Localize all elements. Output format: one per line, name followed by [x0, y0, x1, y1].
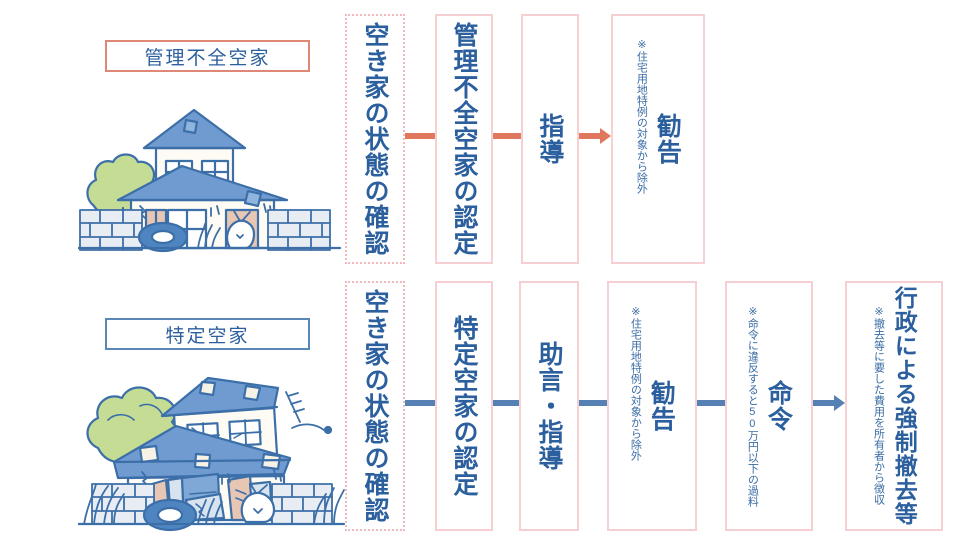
category-chip-kanri-fuzen: 管理不全空家	[105, 40, 310, 72]
flow-step-title: 行政による強制撤去等	[891, 286, 918, 526]
flow-step-box: 勧告 ※住宅用地特例の対象から除外	[607, 281, 697, 531]
flow-step-title: 勧告	[653, 113, 682, 165]
flow-step-box: 行政による強制撤去等 ※撤去等に要した費用を所有者から徴収	[845, 281, 943, 531]
flow-step-title: 管理不全空家の認定	[450, 22, 478, 256]
flow-step-box: 空き家の状態の確認	[345, 14, 405, 264]
flow-step-title: 助言・指導	[535, 341, 563, 471]
flow-step-box: 勧告 ※住宅用地特例の対象から除外	[611, 14, 705, 264]
connector-bar	[493, 400, 519, 406]
flow-step-box: 指導	[521, 14, 579, 264]
category-chip-label: 特定空家	[165, 325, 250, 347]
connector-bar	[493, 133, 521, 139]
category-chip-label: 管理不全空家	[144, 47, 271, 69]
flow-step-box: 特定空家の認定	[435, 281, 493, 531]
flow-step-box: 空き家の状態の確認	[345, 281, 405, 531]
flow-step-title: 指導	[536, 113, 564, 165]
flow-step-note: ※住宅用地特例の対象から除外	[629, 305, 642, 461]
flow-step-note: ※撤去等に要した費用を所有者から徴収	[872, 305, 885, 505]
flow-arrow-right	[813, 395, 845, 411]
flow-step-title: 命令	[764, 380, 793, 432]
connector-bar	[405, 133, 435, 139]
flow-step-box: 命令 ※命令に違反すると50万円以下の過料	[725, 281, 813, 531]
flow-step-title: 空き家の状態の確認	[361, 289, 389, 523]
flow-step-title: 勧告	[647, 380, 676, 432]
intact-vacant-house-illustration	[78, 108, 342, 253]
connector-bar	[405, 400, 435, 406]
connector-bar	[579, 400, 607, 406]
flow-step-note: ※命令に違反すると50万円以下の過料	[746, 305, 759, 507]
flow-step-title: 空き家の状態の確認	[361, 22, 389, 256]
dilapidated-vacant-house-illustration	[78, 376, 346, 532]
flow-step-box: 管理不全空家の認定	[435, 14, 493, 264]
flow-step-box: 助言・指導	[519, 281, 579, 531]
flow-step-note: ※住宅用地特例の対象から除外	[635, 38, 648, 194]
connector-bar	[697, 400, 725, 406]
flow-step-title: 特定空家の認定	[450, 315, 478, 497]
category-chip-tokutei: 特定空家	[105, 318, 310, 350]
flow-arrow-right	[579, 128, 611, 144]
